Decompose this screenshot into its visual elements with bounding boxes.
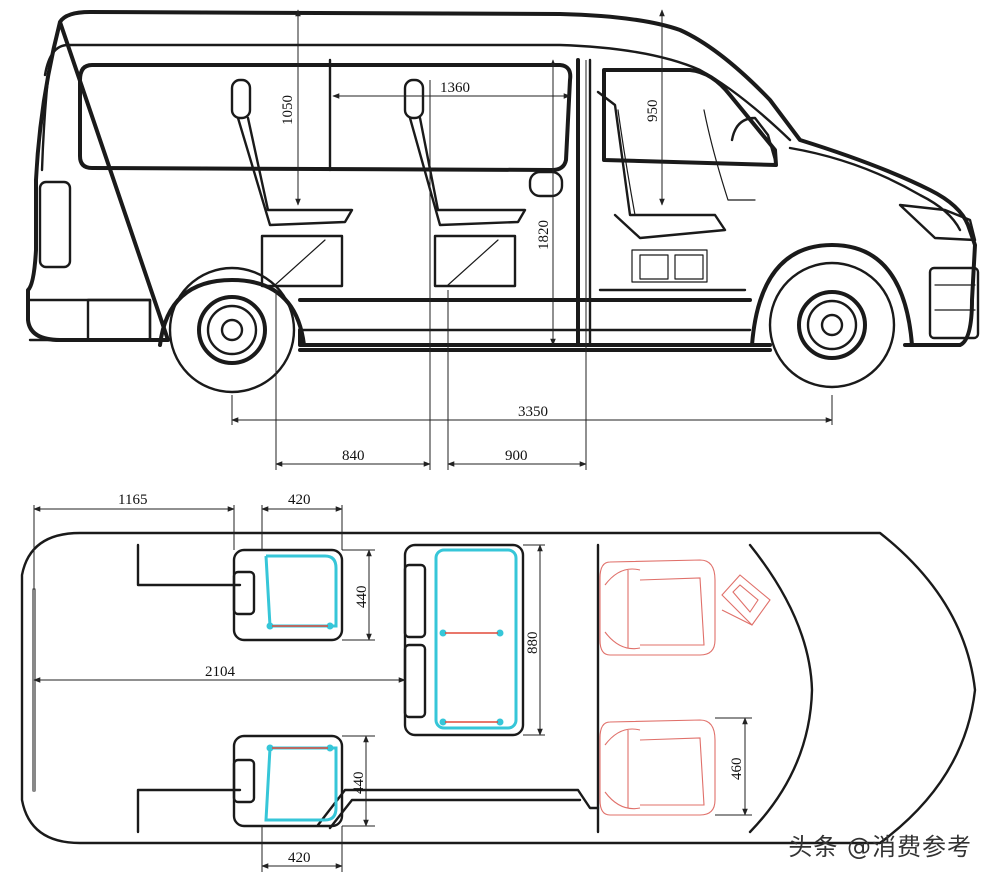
hood-line	[788, 146, 962, 232]
side-mirror	[730, 116, 777, 162]
rear-wheel	[168, 266, 296, 394]
roof-rail	[66, 43, 792, 142]
rear-housing-bottom	[136, 788, 242, 834]
taillight	[38, 180, 72, 269]
driver-seat	[596, 90, 756, 283]
side-view: 1050 950 1360 1820 3350 840 900	[26, 9, 980, 470]
dim-cabin-height: 950	[645, 100, 661, 123]
watermark-text: 头条 @消费参考	[788, 833, 972, 861]
rear-bumper	[28, 298, 152, 342]
front-bumper	[928, 266, 980, 340]
dim-rear-offset: 1165	[118, 492, 147, 508]
dim-seat-depth-top: 440	[354, 586, 370, 609]
van-body-outline	[26, 10, 977, 347]
steering-wheel	[721, 574, 771, 626]
dim-seat-spacing-mid: 900	[505, 448, 528, 464]
rear-roof-corner	[43, 43, 70, 77]
headlight	[898, 203, 977, 242]
top-view: 1165 420 440 880 2104 440 460	[20, 492, 977, 872]
side-window	[78, 63, 573, 172]
side-dimensions: 1050 950 1360 1820 3350 840 900	[231, 9, 833, 470]
dim-seat-spacing-rear: 840	[342, 448, 365, 464]
dim-seat-width-top: 420	[288, 492, 311, 508]
dim-seat-width-bottom: 420	[288, 850, 311, 866]
dim-floor-height: 1820	[536, 220, 552, 250]
dim-floor-length: 2104	[205, 664, 236, 680]
rear-seat	[230, 78, 354, 288]
front-wheel-arch	[750, 243, 914, 347]
dim-aisle-span: 1360	[440, 80, 470, 96]
rear-step	[86, 298, 152, 342]
dim-bench-length: 880	[525, 632, 541, 655]
dim-front-seat-width: 460	[729, 758, 745, 781]
dim-wheelbase: 3350	[518, 404, 548, 420]
rear-housing-top	[136, 543, 242, 587]
seat-top-left	[232, 548, 344, 642]
front-wheel	[768, 261, 896, 389]
dashboard-curve	[748, 543, 814, 834]
top-dimensions: 1165 420 440 880 2104 440 460	[33, 492, 752, 872]
dim-roof-height: 1050	[280, 95, 296, 125]
step-outline	[316, 788, 600, 827]
door-handle	[528, 170, 564, 198]
dim-seat-depth-bottom: 440	[351, 772, 367, 795]
seat-bottom-left	[232, 734, 344, 828]
rear-wheel-arch	[158, 278, 306, 347]
floor-outline	[20, 531, 977, 845]
bench-seat	[403, 543, 525, 737]
front-seat-top	[599, 559, 716, 656]
rear-pillar	[40, 58, 52, 172]
mid-seat	[403, 78, 527, 288]
front-seat-bottom	[599, 719, 716, 816]
